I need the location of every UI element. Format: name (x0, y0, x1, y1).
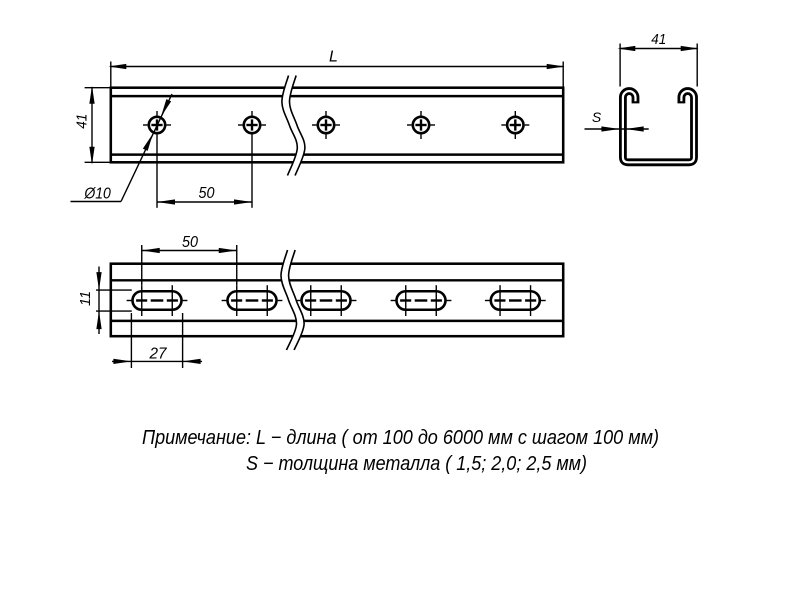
svg-text:Ø10: Ø10 (83, 186, 110, 203)
svg-text:50: 50 (182, 234, 198, 251)
svg-text:S: S (592, 109, 602, 125)
svg-text:50: 50 (199, 185, 215, 202)
svg-text:L: L (329, 49, 338, 66)
svg-text:11: 11 (77, 291, 94, 306)
svg-text:41: 41 (651, 31, 666, 48)
svg-text:41: 41 (74, 114, 91, 129)
svg-text:S − толщина металла ( 1,5; 2,0: S − толщина металла ( 1,5; 2,0; 2,5 мм) (246, 453, 587, 475)
svg-text:27: 27 (149, 346, 168, 363)
svg-text:Примечание: L − длина ( от 100: Примечание: L − длина ( от 100 до 6000 м… (142, 427, 659, 449)
